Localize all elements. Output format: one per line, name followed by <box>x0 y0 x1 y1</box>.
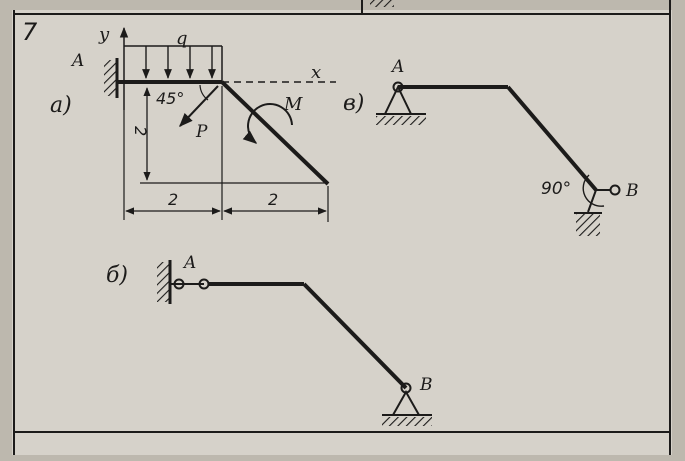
fig-v-inclined-beam <box>506 85 598 192</box>
fig-v-ground-hatch <box>376 116 426 125</box>
fig-b-point-a: A <box>182 253 196 273</box>
fig-a-angle-arc <box>199 84 209 101</box>
figure-a: y x A q 45° P M 2 2 2 <box>50 24 336 222</box>
fig-v-hinge-a <box>392 81 404 93</box>
fig-v-point-b: B <box>625 181 639 201</box>
fig-v-angle-arc <box>582 174 605 207</box>
fig-a-force-p-label: P <box>195 122 208 142</box>
fig-a-force-p-arrow <box>179 85 219 128</box>
fig-v-label: в) <box>343 91 364 116</box>
fig-b-wall-hatch <box>157 262 169 302</box>
fig-a-moment-m-label: M <box>283 94 303 115</box>
fig-v-wall-hatch <box>576 214 600 236</box>
fig-v-angle-label: 90° <box>541 179 571 199</box>
fig-a-label: а) <box>50 93 72 118</box>
figure-b: б) A B <box>106 253 433 426</box>
figure-v: в) A 90° B <box>343 57 639 236</box>
fig-a-wall-hatch <box>104 60 116 96</box>
fig-b-inclined-beam <box>302 282 408 390</box>
fig-b-hinge-wall <box>173 278 185 290</box>
fig-b-ground-hatch <box>382 417 432 426</box>
fig-a-angle-label: 45° <box>156 89 184 108</box>
fig-a-inclined-beam <box>220 80 330 186</box>
problem-number: 7 <box>22 18 38 46</box>
fig-a-right-dim-label: 2 <box>268 190 278 209</box>
fig-a-moment-arrow <box>242 103 293 144</box>
fig-b-point-b: B <box>419 375 433 395</box>
fig-b-label: б) <box>106 263 128 288</box>
top-hatch <box>370 0 394 7</box>
fig-a-point-a: A <box>70 51 84 71</box>
fig-a-load-q-label: q <box>176 28 188 49</box>
fig-b-hinge-a <box>198 278 210 290</box>
fig-v-link <box>587 189 597 213</box>
fig-a-y-label: y <box>98 24 110 45</box>
fig-a-x-label: x <box>311 62 321 83</box>
fig-a-vertical-dim-label: 2 <box>131 126 150 136</box>
fig-a-left-dim-label: 2 <box>168 190 178 209</box>
fig-v-point-a: A <box>390 57 404 77</box>
card <box>12 10 672 455</box>
